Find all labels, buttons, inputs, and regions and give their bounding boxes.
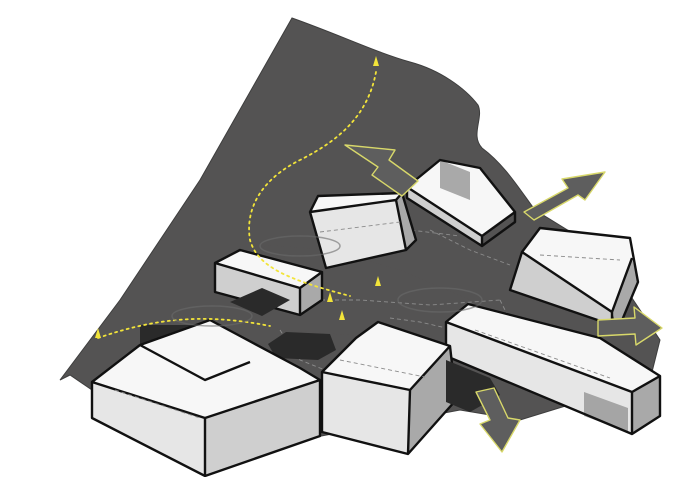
arrow-northeast (524, 172, 605, 220)
